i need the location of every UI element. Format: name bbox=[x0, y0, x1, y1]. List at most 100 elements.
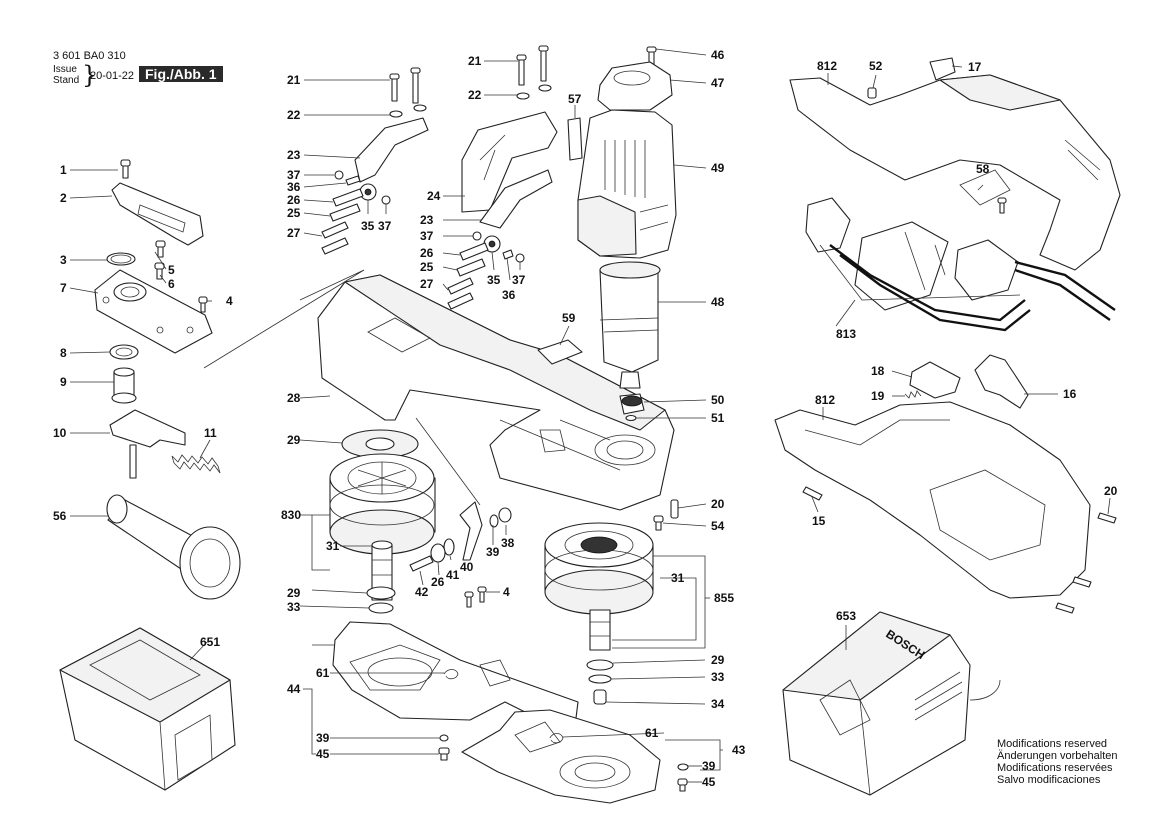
label-45-left: 45 bbox=[316, 747, 330, 761]
label-47: 47 bbox=[711, 76, 725, 90]
modifications-note-en: Modifications reserved bbox=[997, 738, 1108, 750]
label-5: 5 bbox=[168, 263, 175, 277]
label-18: 18 bbox=[871, 364, 885, 378]
part-4-screw-small bbox=[198, 296, 208, 313]
assembly-line bbox=[203, 269, 365, 369]
part-830-blade-wheel-left bbox=[329, 453, 436, 555]
part-58-label-screw bbox=[997, 197, 1007, 214]
part-29-33-34-washers-right bbox=[586, 659, 614, 705]
part-49-motor-housing bbox=[577, 109, 677, 259]
assembly-line-40 bbox=[415, 417, 481, 506]
part-20-screw-center bbox=[670, 499, 679, 519]
label-34: 34 bbox=[711, 697, 725, 711]
part-59-label bbox=[537, 339, 583, 365]
part-54-screw bbox=[653, 515, 664, 531]
label-23-right: 23 bbox=[420, 213, 434, 227]
label-7: 7 bbox=[60, 281, 67, 295]
label-45-right: 45 bbox=[702, 775, 716, 789]
part-48-motor bbox=[599, 261, 661, 389]
label-16: 16 bbox=[1063, 387, 1077, 401]
issue-labels: Issue Stand bbox=[53, 64, 79, 86]
part-39-45-hardware-right bbox=[677, 763, 689, 792]
part-3-o-ring bbox=[106, 252, 136, 266]
label-35-left: 35 bbox=[361, 219, 375, 233]
label-21-left: 21 bbox=[287, 73, 301, 87]
issue-date: 20-01-22 bbox=[90, 70, 135, 82]
part-4-screws-lower bbox=[464, 586, 487, 608]
label-22-right: 22 bbox=[468, 88, 482, 102]
label-44: 44 bbox=[287, 682, 301, 696]
label-20-center: 20 bbox=[711, 497, 725, 511]
label-2: 2 bbox=[60, 191, 67, 205]
label-10: 10 bbox=[53, 426, 67, 440]
part-653-charger: BOSCH bbox=[782, 611, 1001, 796]
label-39-middle: 39 bbox=[486, 545, 500, 559]
leader-lines bbox=[69, 48, 1111, 783]
part-7-bracket bbox=[94, 269, 213, 354]
label-23-left: 23 bbox=[287, 148, 301, 162]
label-6: 6 bbox=[168, 277, 175, 291]
label-29-right: 29 bbox=[711, 653, 725, 667]
part-812-handle-housing-bottom bbox=[774, 401, 1091, 599]
part-1-screw bbox=[120, 159, 131, 179]
issue-label-en: Issue bbox=[53, 64, 77, 75]
part-813-electronics-harness bbox=[805, 197, 1116, 332]
label-37-a: 37 bbox=[287, 168, 301, 182]
part-812-handle-housing-top bbox=[789, 74, 1121, 271]
part-61-clip-right bbox=[549, 733, 564, 744]
label-46: 46 bbox=[711, 48, 725, 62]
part-651-battery bbox=[59, 627, 236, 791]
part-16-trigger bbox=[974, 354, 1029, 409]
label-36-right: 36 bbox=[502, 288, 516, 302]
part-44-lower-cover-left bbox=[332, 621, 579, 723]
label-812-top: 812 bbox=[817, 59, 837, 73]
label-36-left: 36 bbox=[287, 180, 301, 194]
label-37-c: 37 bbox=[420, 229, 434, 243]
part-9-bushing bbox=[111, 367, 137, 404]
label-42: 42 bbox=[415, 585, 429, 599]
label-21-right: 21 bbox=[468, 54, 482, 68]
part-43-lower-cover-right bbox=[461, 709, 661, 804]
part-61-clip-left bbox=[443, 669, 459, 680]
label-830: 830 bbox=[281, 508, 301, 522]
label-59: 59 bbox=[562, 311, 576, 325]
modifications-note-de: Änderungen vorbehalten bbox=[997, 750, 1118, 762]
label-24: 24 bbox=[427, 189, 441, 203]
label-48: 48 bbox=[711, 295, 725, 309]
label-17: 17 bbox=[968, 60, 982, 74]
label-35-right: 35 bbox=[487, 273, 501, 287]
label-651: 651 bbox=[200, 635, 220, 649]
document-number: 3 601 BA0 310 bbox=[53, 50, 126, 62]
part-22-washers-left bbox=[389, 104, 427, 118]
label-61-left: 61 bbox=[316, 666, 330, 680]
part-18-switch bbox=[909, 361, 961, 399]
part-41-42-26-hardware bbox=[409, 538, 455, 572]
part-50-pinion bbox=[619, 393, 645, 415]
part-21-screws-right bbox=[516, 45, 549, 86]
part-15-20-screws bbox=[802, 486, 1117, 614]
part-8-ring bbox=[109, 344, 139, 360]
label-54: 54 bbox=[711, 519, 725, 533]
label-51: 51 bbox=[711, 411, 725, 425]
label-61-right: 61 bbox=[645, 726, 659, 740]
label-19: 19 bbox=[871, 389, 885, 403]
part-19-spring bbox=[904, 390, 922, 399]
part-52-screw bbox=[867, 87, 877, 99]
part-855-blade-wheel-right bbox=[544, 522, 654, 615]
label-813: 813 bbox=[836, 327, 856, 341]
label-653: 653 bbox=[836, 609, 856, 623]
part-29-wheel-cap-upper bbox=[341, 429, 419, 459]
label-39-left: 39 bbox=[316, 731, 330, 745]
part-47-motor-cap bbox=[597, 61, 673, 111]
label-38: 38 bbox=[501, 536, 515, 550]
modifications-note-es: Salvo modificaciones bbox=[997, 774, 1101, 786]
part-51-washer bbox=[625, 414, 637, 422]
part-5-6-screws bbox=[154, 240, 166, 280]
part-11-spring bbox=[171, 454, 221, 474]
part-38-39-hardware bbox=[489, 507, 512, 528]
part-24-guard-cover bbox=[461, 111, 558, 213]
part-37-35-36-hardware-left bbox=[334, 170, 391, 205]
part-46-screw bbox=[646, 46, 657, 71]
label-27-left: 27 bbox=[287, 226, 301, 240]
part-31-shaft-left bbox=[371, 540, 393, 601]
